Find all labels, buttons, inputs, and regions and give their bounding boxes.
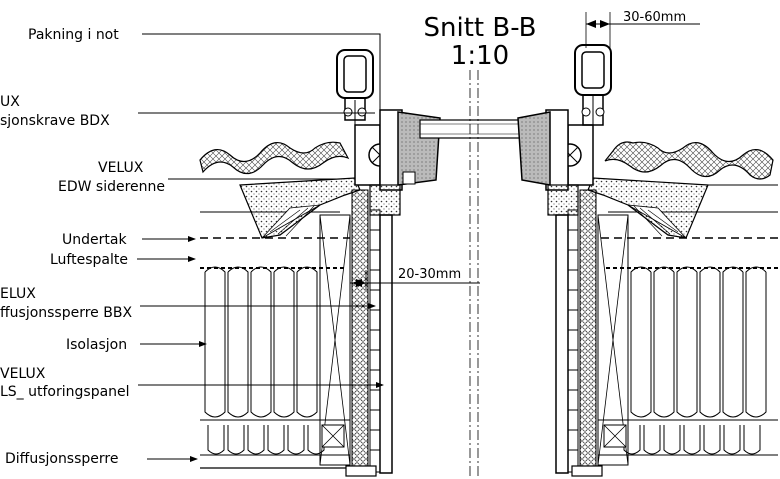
section-scale: 1:10 [451,41,509,71]
left-roof-tile [199,141,350,175]
label-luftespalte: Luftespalte [50,252,128,268]
label-pakning: Pakning i not [28,27,119,43]
label-lsj-line1: VELUX [0,366,46,382]
label-bdx-line1: UX [0,94,20,110]
label-edw-line2: EDW siderenne [58,179,165,195]
labels: Pakning i not UX sjonskrave BDX VELUX ED… [0,27,384,467]
label-isolasjon: Isolasjon [66,337,127,353]
dimension-top: 30-60mm [585,10,700,48]
label-edw-line1: VELUX [98,160,144,176]
right-construction [517,44,778,477]
label-diffusjonssperre: Diffusjonssperre [5,451,118,467]
section-title: Snitt B-B [424,13,537,43]
left-insulation [204,266,325,455]
left-construction [199,49,441,477]
label-lsj-line2: LS_ utforingspanel [0,384,130,400]
label-bdx-line2: sjonskrave BDX [0,113,110,129]
dimension-gap-label: 20-30mm [398,267,461,282]
dimension-top-label: 30-60mm [623,10,686,25]
dimension-gap: 20-30mm [350,267,480,290]
label-bbx-line2: ffusjonssperre BBX [0,305,132,321]
label-bbx-line1: ELUX [0,286,36,302]
label-undertak: Undertak [62,232,127,248]
